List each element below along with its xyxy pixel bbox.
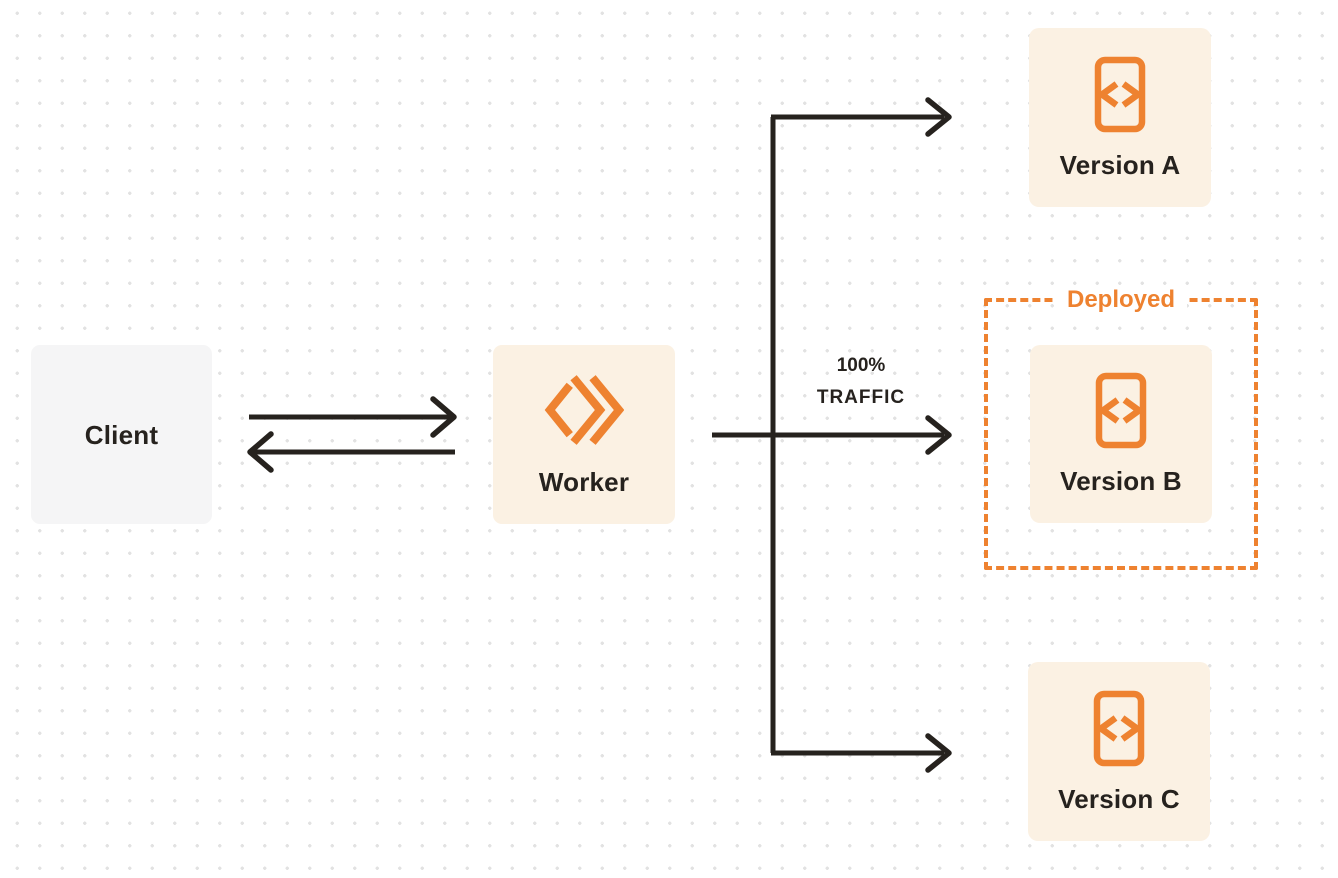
version-c-label: Version C [1058, 783, 1180, 814]
worker-node: Worker [493, 345, 675, 524]
version-b-label: Version B [1060, 466, 1182, 496]
branch-trunk-line [712, 117, 944, 753]
traffic-word-line: TRAFFIC [816, 387, 906, 408]
deployed-outline: Deployed [984, 285, 1258, 570]
client-node: Client [31, 345, 212, 524]
traffic-percent-line: 100% [836, 355, 886, 376]
arrow-worker-to-client [247, 431, 455, 473]
code-file-icon [1093, 690, 1145, 767]
version-a-node: Version A [1029, 28, 1211, 207]
arrow-to-version-b [925, 415, 952, 455]
client-label: Client [84, 419, 159, 450]
arrow-to-version-a [771, 97, 952, 137]
code-file-icon [1094, 56, 1146, 133]
workers-logo-icon [544, 373, 624, 447]
worker-label: Worker [538, 466, 630, 497]
version-a-label: Version A [1059, 149, 1181, 180]
arrow-client-to-worker [249, 396, 457, 438]
code-file-icon [1095, 372, 1147, 449]
traffic-percentage-label: 100% TRAFFIC [788, 350, 934, 414]
version-c-node: Version C [1028, 662, 1210, 841]
arrow-to-version-c [771, 733, 952, 773]
deployed-label: Deployed [1054, 285, 1188, 315]
version-b-node: Version B [1030, 345, 1212, 523]
